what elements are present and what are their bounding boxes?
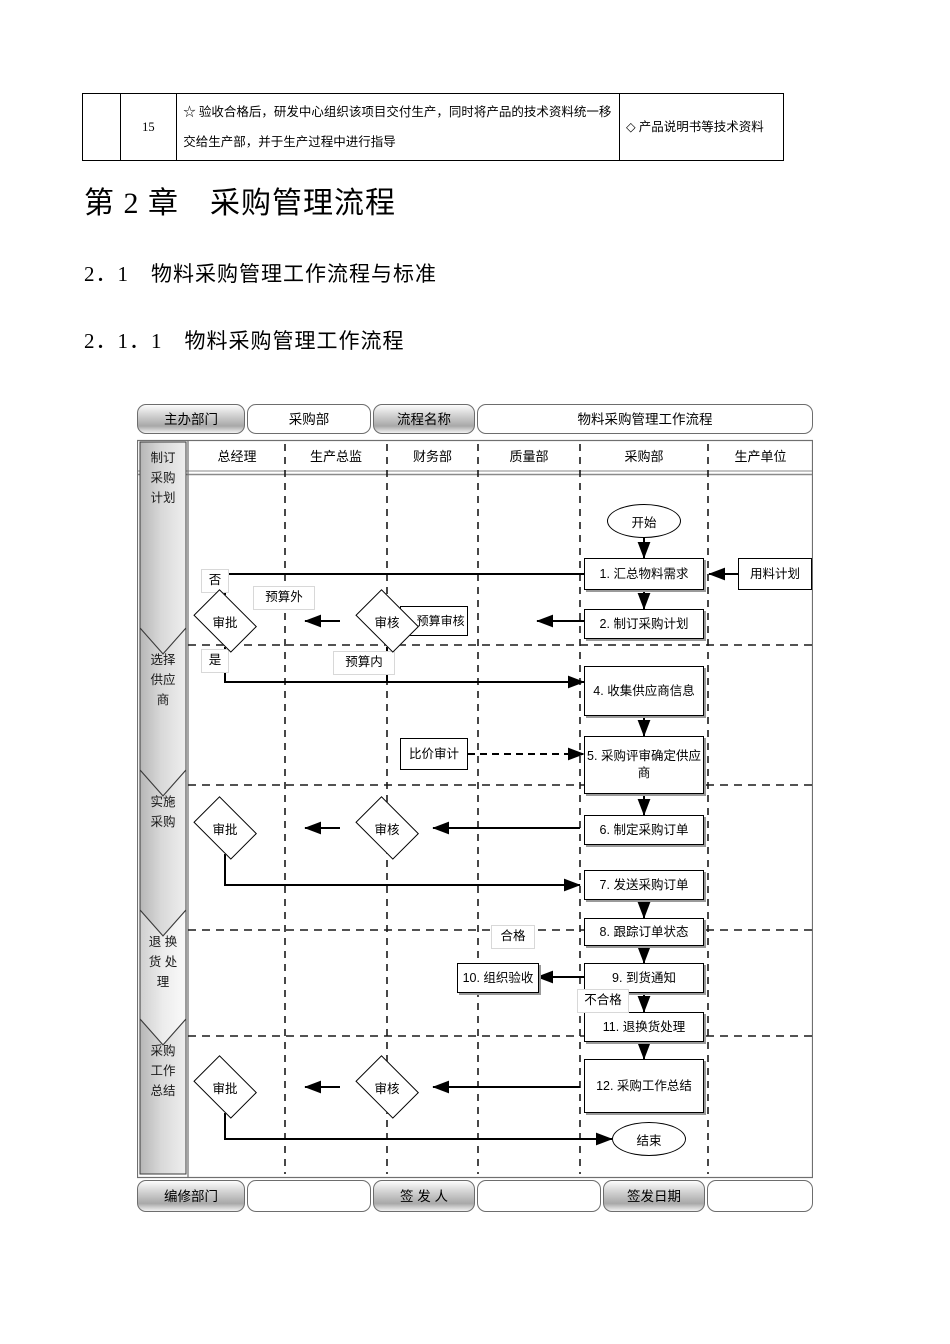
- section-title: 2．1 物料采购管理工作流程与标准: [84, 262, 437, 286]
- header-tab-owner-label: 主办部门: [137, 404, 245, 434]
- phase-label-return: 退 换 货 处 理: [148, 935, 178, 989]
- lane-header-general-manager: 总经理: [217, 449, 257, 464]
- node-11-return-exchange: 11. 退换货处理: [584, 1012, 704, 1042]
- lane-header-quality: 质量部: [509, 449, 549, 464]
- decision-approve-summary: 审批: [189, 1062, 261, 1112]
- decision-review-summary: 审核: [351, 1062, 423, 1112]
- edge-label-yes: 是: [201, 649, 229, 673]
- header-tab-process-value: 物料采购管理工作流程: [477, 404, 813, 434]
- node-8-track-order-status: 8. 跟踪订单状态: [584, 918, 704, 946]
- lane-header-finance: 财务部: [412, 449, 452, 464]
- footer-cell-issue-date-label: 签发日期: [603, 1180, 705, 1212]
- node-start: 开始: [607, 504, 681, 538]
- decision-approve-order: 审批: [189, 803, 261, 853]
- node-5-evaluate-select-supplier: 5. 采购评审确定供应商: [584, 736, 704, 794]
- node-2-make-purchase-plan: 2. 制订采购计划: [584, 609, 704, 639]
- phase-label-supplier: 选择 供应 商: [150, 653, 176, 707]
- lane-header-production-unit: 生产单位: [734, 449, 787, 464]
- node-price-comparison-audit: 比价审计: [400, 738, 468, 770]
- subsection-title: 2．1．1 物料采购管理工作流程: [84, 329, 405, 353]
- footer-cell-issuer-value[interactable]: [477, 1180, 601, 1212]
- table-cell-blank: [82, 93, 121, 161]
- node-12-purchase-summary: 12. 采购工作总结: [584, 1059, 704, 1113]
- flowchart-footer-row: 编修部门 签 发 人 签发日期: [137, 1180, 813, 1214]
- edge-label-unqualified: 不合格: [577, 989, 629, 1013]
- flowchart-header-row: 主办部门 采购部 流程名称 物料采购管理工作流程: [137, 404, 813, 436]
- table-cell-description: ☆ 验收合格后，研发中心组织该项目交付生产，同时将产品的技术资料统一移交给生产部…: [176, 93, 620, 161]
- continued-table: 15 ☆ 验收合格后，研发中心组织该项目交付生产，同时将产品的技术资料统一移交给…: [82, 93, 785, 161]
- node-material-plan-doc: 用料计划: [738, 558, 812, 590]
- edge-label-no: 否: [201, 569, 229, 593]
- table-cell-number: 15: [119, 93, 178, 161]
- footer-cell-edit-dept-label: 编修部门: [137, 1180, 245, 1212]
- footer-cell-issuer-label: 签 发 人: [373, 1180, 475, 1212]
- phase-label-plan: 制订 采购 计划: [150, 451, 176, 505]
- node-end: 结束: [612, 1122, 686, 1156]
- node-7-send-purchase-order: 7. 发送采购订单: [584, 870, 704, 900]
- phase-label-summary: 采购 工作 总结: [150, 1044, 176, 1098]
- header-tab-process-label: 流程名称: [373, 404, 475, 434]
- phase-label-execute: 实施 采购: [150, 795, 176, 829]
- footer-cell-edit-dept-value[interactable]: [247, 1180, 371, 1212]
- node-6-create-purchase-order: 6. 制定采购订单: [584, 815, 704, 845]
- table-row: 15 ☆ 验收合格后，研发中心组织该项目交付生产，同时将产品的技术资料统一移交给…: [82, 93, 785, 161]
- footer-cell-issue-date-value[interactable]: [707, 1180, 813, 1212]
- edge-label-qualified: 合格: [491, 925, 535, 949]
- node-10-organize-acceptance: 10. 组织验收: [457, 963, 539, 993]
- node-4-collect-supplier-info: 4. 收集供应商信息: [584, 666, 704, 716]
- chapter-title: 第 2 章 采购管理流程: [84, 187, 396, 220]
- lane-header-purchasing: 采购部: [624, 449, 664, 464]
- flowchart-lines: n5 (dashed) -->: [137, 439, 813, 1179]
- decision-approve-budget: 审批: [189, 596, 261, 646]
- node-9-arrival-notice: 9. 到货通知: [584, 963, 704, 993]
- decision-review-budget: 审核: [351, 596, 423, 646]
- lane-header-production-director: 生产总监: [309, 449, 362, 464]
- process-flowchart: 主办部门 采购部 流程名称 物料采购管理工作流程 总经理 生产总监 财务部 质量…: [137, 404, 813, 1214]
- node-1-collect-requirements: 1. 汇总物料需求: [584, 558, 704, 590]
- edge-label-in-budget: 预算内: [333, 651, 395, 675]
- decision-review-order: 审核: [351, 803, 423, 853]
- edge-label-over-budget: 预算外: [253, 586, 315, 610]
- header-tab-owner-value: 采购部: [247, 404, 371, 434]
- table-cell-output: ◇ 产品说明书等技术资料: [618, 93, 785, 161]
